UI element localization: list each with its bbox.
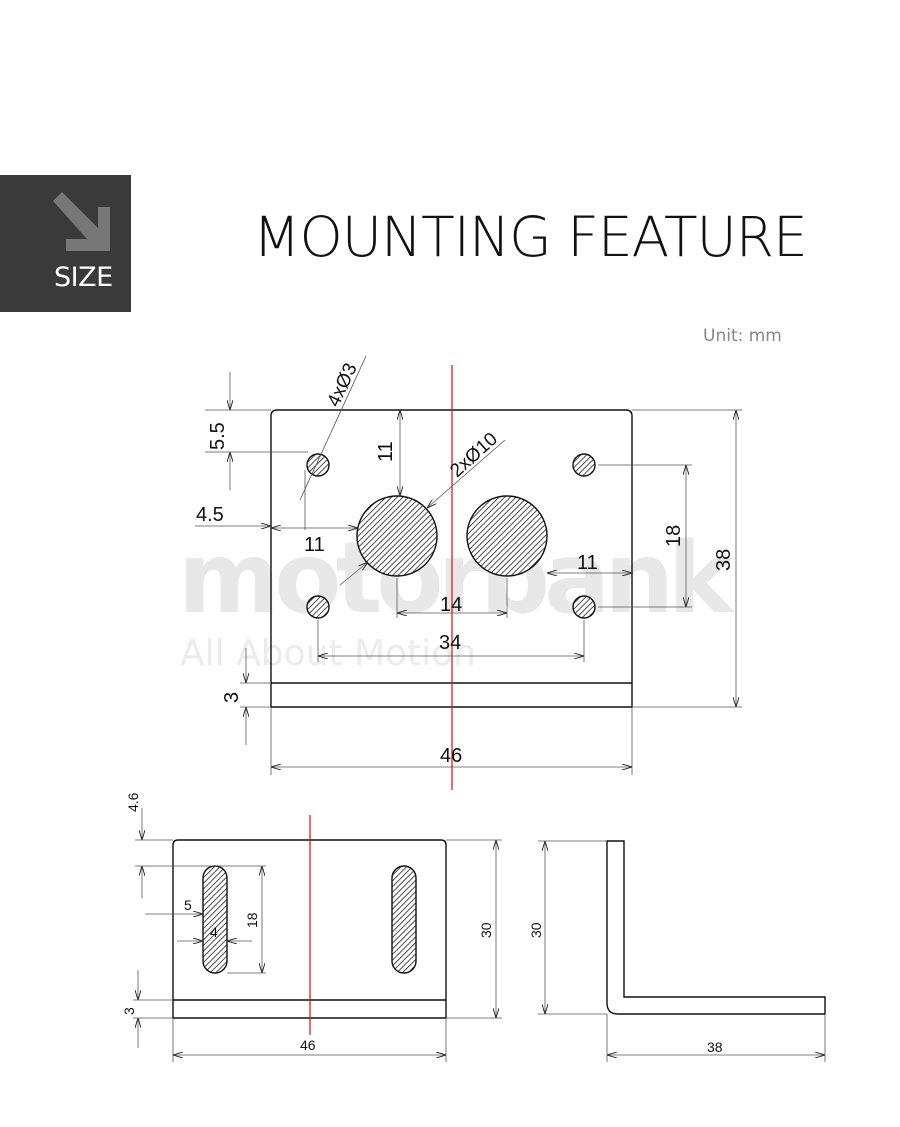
dim-rear-flange: 3: [121, 1007, 137, 1015]
front-view: [270, 365, 633, 790]
dim-slot-length: 18: [244, 912, 260, 928]
front-dimensions: [195, 355, 742, 775]
unit-label: Unit: mm: [703, 326, 782, 346]
arrow-down-right-icon: [53, 192, 110, 251]
dim-flange: 3: [221, 692, 243, 703]
mount-hole: [572, 595, 596, 619]
dim-hole-vertical: 18: [663, 525, 685, 547]
dim-slot-top: 4.6: [125, 792, 141, 812]
dim-slot-width: 4: [210, 924, 218, 940]
dim-bore-right: 11: [577, 552, 598, 574]
bore-callout: 2xØ10: [446, 429, 502, 482]
dim-side-depth: 38: [707, 1039, 723, 1055]
watermark-brand: motorbank: [178, 522, 736, 636]
rear-dimension-labels: 4.6 5 4 18 30 3 46: [121, 792, 494, 1053]
dim-width: 46: [440, 745, 462, 767]
mount-slot: [202, 865, 228, 974]
bore-hole: [466, 495, 548, 577]
dim-left-margin: 4.5: [196, 504, 224, 526]
mount-slot: [391, 865, 417, 974]
mount-hole: [572, 453, 596, 477]
dim-slot-offset: 5: [184, 897, 192, 913]
dim-bore-spacing: 14: [440, 594, 462, 616]
side-dimension-labels: 30 38: [528, 922, 723, 1055]
dim-bore-top: 11: [375, 441, 397, 462]
side-dimensions: [538, 840, 826, 1062]
watermark-tagline: All About Motion: [180, 633, 476, 674]
mount-hole: [306, 453, 330, 477]
rear-plate-outline: [172, 839, 447, 1019]
front-plate-outline: [270, 409, 633, 708]
side-view: [606, 840, 826, 1015]
side-profile-outline: [606, 840, 826, 1015]
rear-dimensions: [133, 808, 502, 1062]
dim-rear-width: 46: [300, 1037, 316, 1053]
dim-height: 38: [713, 549, 735, 571]
dim-rear-height: 30: [478, 922, 494, 938]
rear-view: [172, 815, 447, 1035]
dim-side-height: 30: [528, 922, 544, 938]
hole-callout: 4xØ3: [323, 360, 361, 410]
page-title: MOUNTING FEATURE: [253, 205, 808, 269]
size-badge: [0, 175, 131, 312]
dim-hole-horizontal: 34: [439, 632, 461, 654]
dim-top-margin: 5.5: [207, 422, 229, 450]
mount-hole: [306, 595, 330, 619]
badge-label: SIZE: [54, 262, 113, 293]
bore-hole: [356, 495, 438, 577]
dim-bore-left: 11: [304, 534, 325, 556]
